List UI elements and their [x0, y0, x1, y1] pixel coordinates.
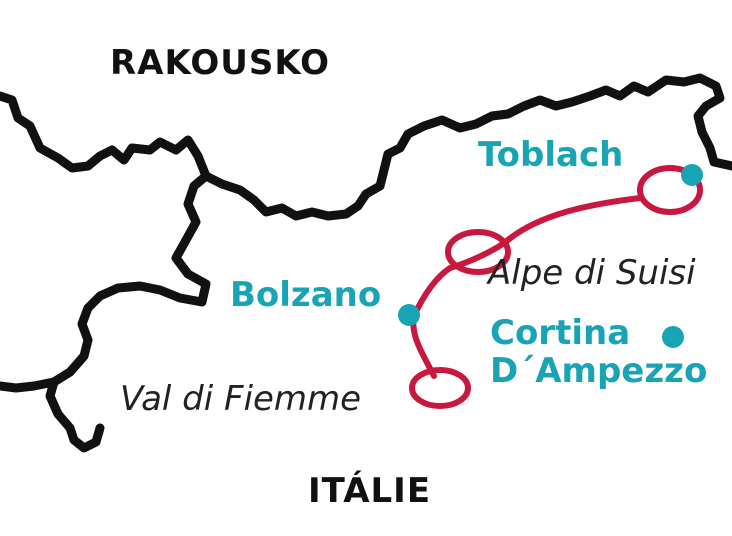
- city-label-toblach: Toblach: [478, 135, 624, 175]
- route-loop-icon: [445, 229, 511, 275]
- stop-label-alpe-di-suisi: Alpe di Suisi: [488, 253, 696, 293]
- city-label-cortina: Cortina D´Ampezzo: [490, 314, 707, 390]
- stop-label-val-di-fiemme: Val di Fiemme: [120, 379, 362, 419]
- route-loop-icon: [637, 165, 703, 215]
- country-label-austria: RAKOUSKO: [110, 43, 331, 83]
- city-marker-cortina-icon: [662, 326, 684, 348]
- route-loop-icon: [409, 367, 471, 409]
- city-marker-toblach-icon: [681, 164, 703, 186]
- city-label-cortina-line1: Cortina: [490, 313, 631, 353]
- border-austria-italy: [0, 73, 732, 221]
- country-label-italy: ITÁLIE: [308, 471, 432, 511]
- city-marker-bolzano-icon: [398, 304, 420, 326]
- border-regional-south: [45, 377, 105, 453]
- city-label-bolzano: Bolzano: [230, 275, 382, 315]
- border-regional: [0, 171, 211, 393]
- city-label-cortina-line2: D´Ampezzo: [490, 351, 708, 391]
